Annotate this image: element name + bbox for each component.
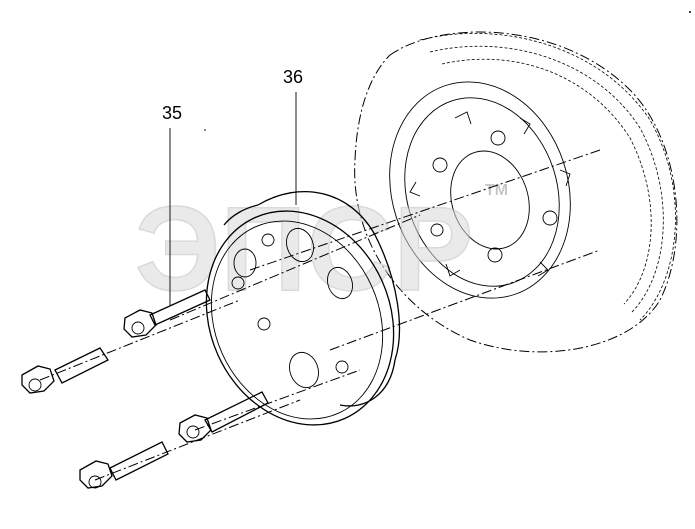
bolt-lower-right [178, 369, 361, 443]
watermark: ЭПСР TM [134, 181, 508, 317]
callout-35-label: 35 [162, 103, 182, 123]
callout-35: 35 [162, 103, 182, 305]
bolt-upper-left [21, 299, 241, 394]
bolt-upper-right [123, 214, 421, 338]
stray-dot [204, 129, 206, 131]
watermark-trademark: TM [485, 182, 508, 199]
wheel-phantom [354, 31, 678, 353]
bolt-lower-left [79, 399, 301, 489]
callout-36: 36 [283, 67, 303, 205]
callout-36-label: 36 [283, 67, 303, 87]
watermark-text: ЭПСР [135, 182, 473, 316]
corner-dot [689, 11, 691, 13]
